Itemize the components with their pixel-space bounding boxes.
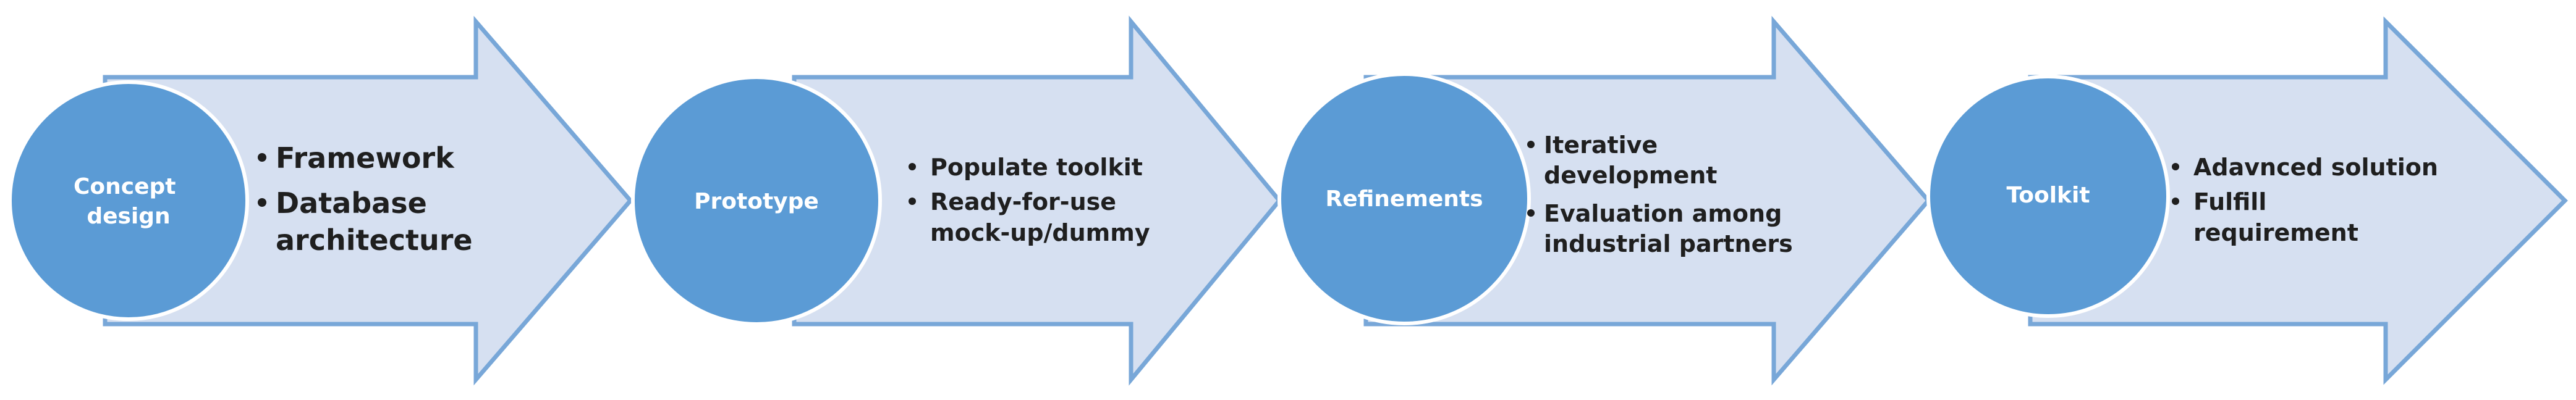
stage-2-bullets: Populate toolkit Ready-for-use mock-up/d… [909,154,1150,246]
stage-2-label-line-1: Prototype [694,189,819,214]
stage-1-bullet-2-line-1: Database [276,186,427,220]
stage-4-arrow [2028,16,2568,385]
stage-3-bullet-2-line-1: Evaluation among [1544,200,1782,227]
stage-4: Toolkit Adavnced solution Fulfill requir… [1926,16,2568,385]
stage-4-bullet-1: Adavnced solution [2193,154,2438,181]
stage-1-bullet-2-dot [258,198,266,207]
stage-4-label: Toolkit [2006,183,2090,208]
stage-1-bullet-1-line-1: Framework [276,141,455,175]
stage-2-label: Prototype [694,189,819,214]
stage-4-bullet-2-dot [2172,198,2179,205]
stage-1-bullet-2-line-2: architecture [276,223,473,257]
stage-2-bullet-1-dot [909,163,916,170]
stage-4-label-line-1: Toolkit [2006,183,2090,208]
stage-3-bullet-1-line-2: development [1544,162,1717,189]
stage-1-label-line-2: design [87,204,170,229]
stage-4-bullets: Adavnced solution Fulfill requirement [2172,154,2438,246]
stage-1-bullet-1-dot [258,153,266,162]
stage-4-bullet-2-line-2: requirement [2193,219,2358,246]
stage-3-bullet-1-line-1: Iterative [1544,131,1658,159]
stage-2-bullet-2-dot [909,198,916,205]
stage-3-bullet-2-dot [1527,209,1535,217]
stage-3-circle [1277,72,1531,325]
stage-3-label-line-1: Refinements [1325,186,1483,212]
stage-4-bullet-2: Fulfill requirement [2193,188,2358,246]
stage-1-bullets: Framework Database architecture [258,141,473,257]
stage-1-circle [8,80,249,321]
stage-3-bullet-1-dot [1527,141,1535,148]
stage-3-bullet-1: Iterative development [1544,131,1717,189]
stage-2-bullet-2-line-1: Ready-for-use [930,188,1116,215]
stage-1-label: Concept design [74,174,184,229]
stage-1-arrow [103,15,633,386]
stage-4-bullet-2-line-1: Fulfill [2193,188,2266,215]
stage-3-bullet-2: Evaluation among industrial partners [1544,200,1793,257]
stage-1-label-line-1: Concept [74,174,176,199]
stage-3: Refinements Iterative development Evalua… [1277,15,1931,386]
stage-2-bullet-1: Populate toolkit [930,154,1143,181]
stage-2-bullet-1-line-1: Populate toolkit [930,154,1143,181]
stage-3-bullet-2-line-2: industrial partners [1544,230,1793,257]
stage-2-circle [631,75,882,326]
stage-4-circle [1926,75,2170,318]
stage-3-bullets: Iterative development Evaluation among i… [1527,131,1793,257]
stage-4-bullet-1-line-1: Adavnced solution [2193,154,2438,181]
stage-2-arrow [792,15,1282,386]
stage-3-label: Refinements [1325,186,1483,212]
stage-3-arrow [1363,15,1931,386]
stage-1-bullet-2: Database architecture [276,186,473,257]
stage-2: Prototype Populate toolkit Ready-for-use… [631,15,1282,386]
stage-2-bullet-2: Ready-for-use mock-up/dummy [930,188,1150,246]
stage-1: Concept design Framework Database archit… [8,15,633,386]
stage-4-bullet-1-dot [2172,163,2179,170]
stage-2-bullet-2-line-2: mock-up/dummy [930,219,1150,246]
stage-1-bullet-1: Framework [276,141,455,175]
